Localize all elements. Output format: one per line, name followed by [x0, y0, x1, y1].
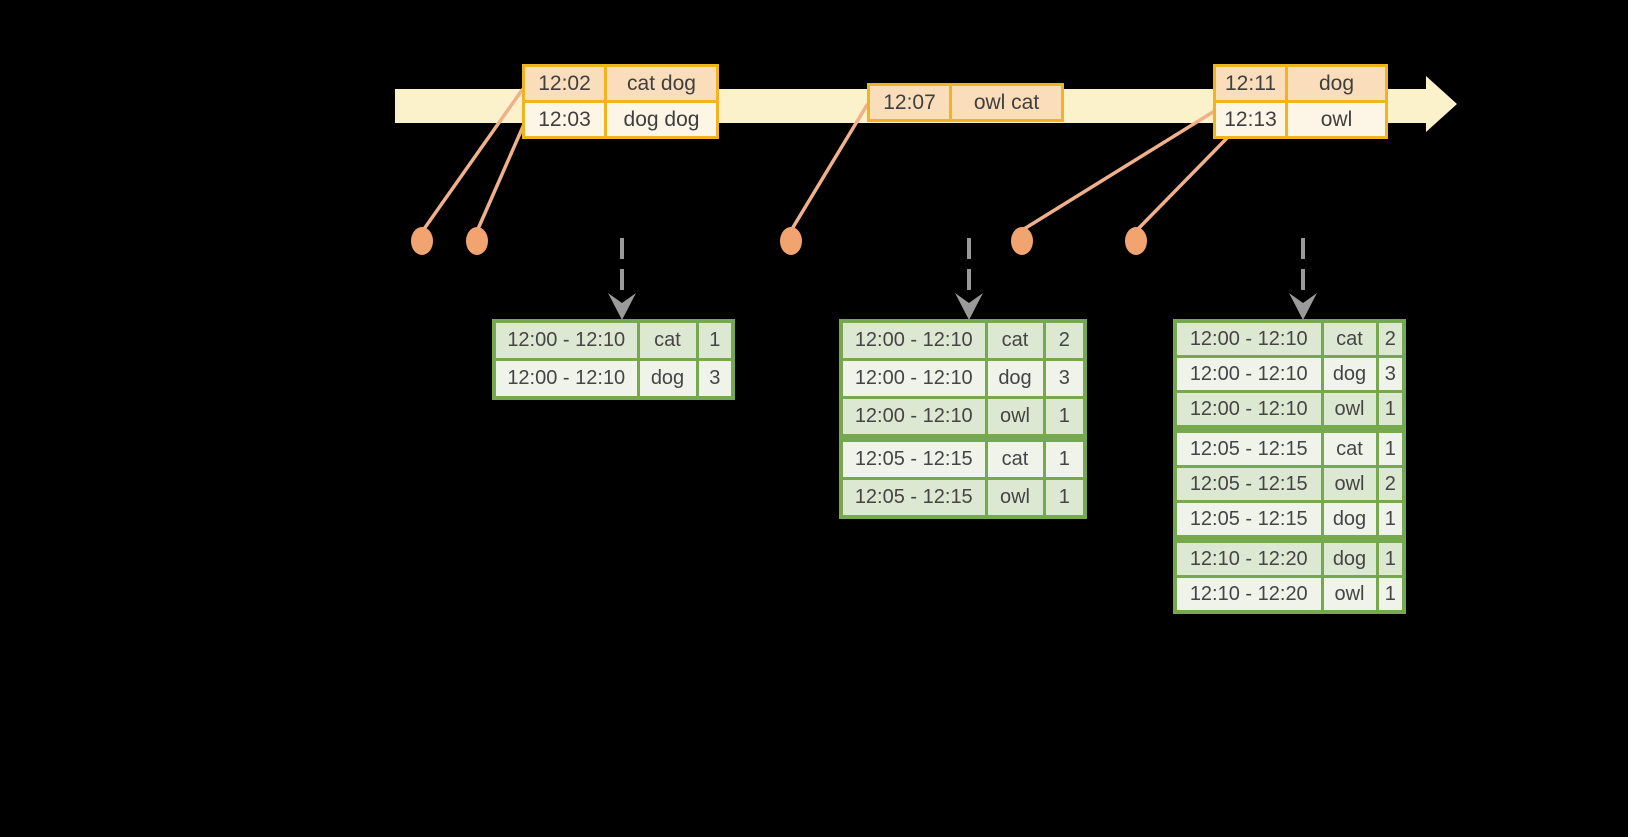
table-cell: 12:00 - 12:10 [1173, 319, 1324, 358]
table-cell: owl [984, 477, 1046, 519]
table-cell: cat [1320, 425, 1379, 468]
trigger-arrow [955, 238, 983, 320]
table-cell: 12:00 - 12:10 [839, 319, 988, 361]
table-cell: 12:00 - 12:10 [839, 396, 988, 440]
table-cell: 12:13 [1213, 100, 1288, 139]
table-cell: 12:05 - 12:15 [839, 434, 988, 480]
table-cell: 2 [1375, 465, 1406, 503]
table-cell: 12:00 - 12:10 [839, 358, 988, 399]
timeline-arrowhead-icon [1426, 76, 1457, 132]
table-cell: 1 [1375, 390, 1406, 431]
event-dot [466, 227, 488, 255]
table-cell: 12:11 [1213, 64, 1288, 103]
table-cell: 12:05 - 12:15 [1173, 465, 1324, 503]
trigger-arrow [608, 238, 636, 320]
table-cell: 3 [695, 358, 735, 400]
table-cell: owl [1320, 390, 1379, 431]
event-dot [1011, 227, 1033, 255]
table-cell: 1 [1042, 396, 1087, 440]
table-cell: 1 [1375, 425, 1406, 468]
table-cell: dog [1320, 500, 1379, 541]
table-cell: 12:05 - 12:15 [1173, 425, 1324, 468]
table-cell: dog [1320, 355, 1379, 393]
table-cell: owl [1320, 575, 1379, 614]
table-cell: 1 [1375, 575, 1406, 614]
table-cell: 1 [1375, 500, 1406, 541]
table-cell: 12:07 [867, 83, 952, 122]
table-cell: 1 [1042, 434, 1087, 480]
table-cell: dog [984, 358, 1046, 399]
table-cell: 12:10 - 12:20 [1173, 535, 1324, 578]
table-cell: 12:02 [522, 64, 607, 103]
table-cell: 1 [695, 319, 735, 361]
trigger-arrow [1289, 238, 1317, 320]
table-cell: owl cat [949, 83, 1064, 122]
table-cell: dog [1285, 64, 1388, 103]
table-cell: 12:10 - 12:20 [1173, 575, 1324, 614]
table-cell: cat [984, 434, 1046, 480]
table-cell: dog [636, 358, 699, 400]
event-connector-line [1022, 110, 1215, 231]
event-connector-line [790, 103, 869, 231]
table-cell: dog [1320, 535, 1379, 578]
table-cell: 2 [1375, 319, 1406, 358]
table-cell: cat [1320, 319, 1379, 358]
table-cell: 12:00 - 12:10 [492, 319, 640, 361]
event-dot [780, 227, 802, 255]
table-cell: 12:00 - 12:10 [1173, 390, 1324, 431]
table-cell: dog dog [604, 100, 719, 139]
table-cell: cat [984, 319, 1046, 361]
table-cell: 1 [1042, 477, 1087, 519]
table-cell: 1 [1375, 535, 1406, 578]
event-connector-line [1136, 133, 1232, 231]
table-cell: 12:00 - 12:10 [492, 358, 640, 400]
table-cell: owl [1285, 100, 1388, 139]
table-cell: 12:03 [522, 100, 607, 139]
table-cell: cat [636, 319, 699, 361]
table-cell: 3 [1042, 358, 1087, 399]
table-cell: 12:00 - 12:10 [1173, 355, 1324, 393]
table-cell: owl [984, 396, 1046, 440]
event-dot [411, 227, 433, 255]
table-cell: owl [1320, 465, 1379, 503]
table-cell: 2 [1042, 319, 1087, 361]
table-cell: 12:05 - 12:15 [839, 477, 988, 519]
table-cell: 12:05 - 12:15 [1173, 500, 1324, 541]
table-cell: 3 [1375, 355, 1406, 393]
event-connector-line [476, 120, 527, 231]
event-dot [1125, 227, 1147, 255]
table-cell: cat dog [604, 64, 719, 103]
